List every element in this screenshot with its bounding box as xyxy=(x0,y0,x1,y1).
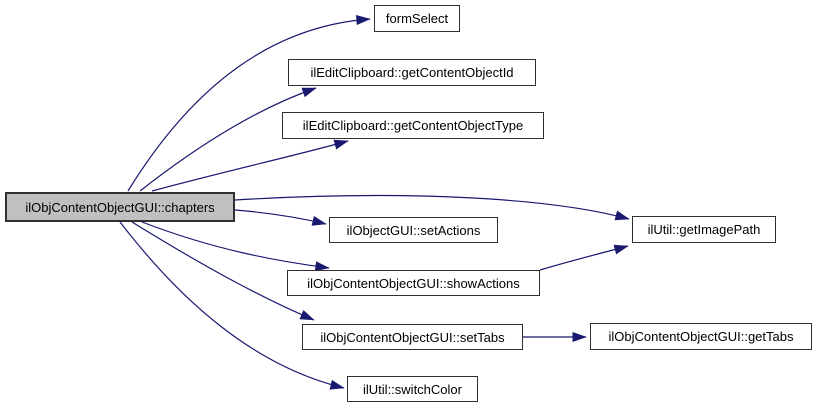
edge-chapters-to-switchcolor xyxy=(119,221,345,390)
node-showactions[interactable]: ilObjContentObjectGUI::showActions xyxy=(287,270,540,296)
edge-chapters-to-formselect xyxy=(127,14,371,192)
node-getcontentobjecttype[interactable]: ilEditClipboard::getContentObjectType xyxy=(282,112,544,139)
node-getimagepath[interactable]: ilUtil::getImagePath xyxy=(632,216,776,243)
node-settabs[interactable]: ilObjContentObjectGUI::setTabs xyxy=(302,324,523,350)
node-setactions[interactable]: ilObjectGUI::setActions xyxy=(329,217,498,243)
node-chapters: ilObjContentObjectGUI::chapters xyxy=(5,192,235,222)
node-switchcolor[interactable]: ilUtil::switchColor xyxy=(347,376,478,402)
edge-chapters-to-getcontentobjectid xyxy=(139,87,317,192)
edge-showactions-to-getimagepath xyxy=(539,244,629,271)
edge-chapters-to-getcontentobjecttype xyxy=(151,139,349,192)
edge-chapters-to-settabs xyxy=(131,221,315,321)
node-getcontentobjectid[interactable]: ilEditClipboard::getContentObjectId xyxy=(288,59,536,86)
edge-chapters-to-showactions xyxy=(141,221,330,272)
edge-chapters-to-getimagepath xyxy=(234,194,630,221)
edge-chapters-to-setactions xyxy=(234,209,327,226)
node-gettabs[interactable]: ilObjContentObjectGUI::getTabs xyxy=(590,323,812,350)
node-formselect[interactable]: formSelect xyxy=(374,5,460,32)
